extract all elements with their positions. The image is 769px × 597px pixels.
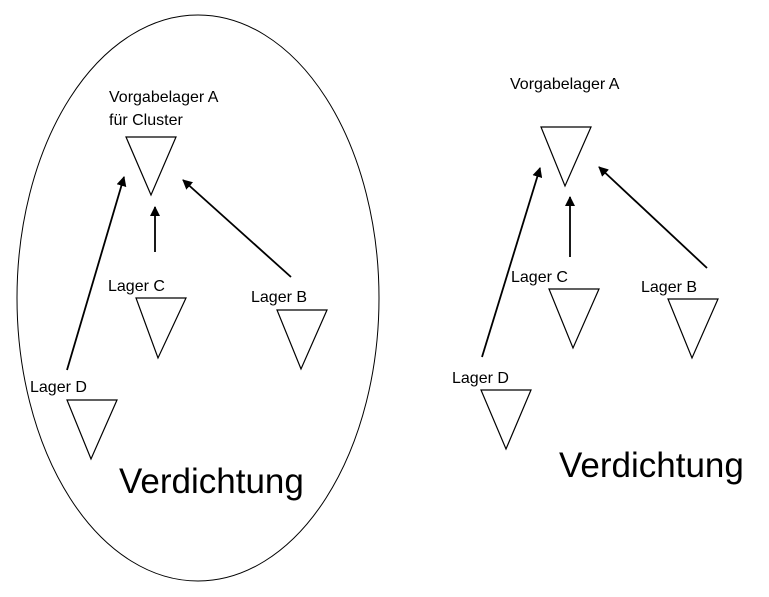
arrow-d-to-a-right (481, 167, 543, 358)
label-warehouse-d-right: Lager D (452, 370, 509, 387)
warehouse-b-triangle-left (276, 309, 328, 371)
caption-left: Verdichtung (119, 462, 304, 501)
label-warehouse-d-left: Lager D (30, 379, 87, 396)
label-warehouse-c-left: Lager C (108, 278, 165, 295)
warehouse-b-triangle-right (667, 298, 719, 360)
label-target-warehouse-right: Vorgabelager A (510, 76, 620, 93)
label-warehouse-b-right: Lager B (641, 279, 698, 296)
warehouse-c-triangle-left (135, 297, 187, 360)
warehouse-d-triangle-right (480, 389, 532, 451)
warehouse-a-triangle-right (540, 126, 592, 188)
cluster-ellipse (16, 14, 380, 582)
arrow-b-to-a-right (598, 166, 708, 269)
label-target-warehouse-left: Vorgabelager A (109, 89, 219, 106)
label-target-cluster-left: für Cluster (109, 112, 183, 129)
caption-right: Verdichtung (559, 446, 744, 485)
label-warehouse-c-right: Lager C (511, 269, 568, 286)
warehouse-d-triangle-left (66, 399, 118, 461)
warehouse-c-triangle-right (548, 288, 600, 350)
arrow-b-to-a-left (182, 179, 292, 278)
warehouse-a-triangle-left (125, 136, 177, 197)
label-warehouse-b-left: Lager B (251, 289, 308, 306)
arrow-d-to-a-left (66, 176, 127, 371)
